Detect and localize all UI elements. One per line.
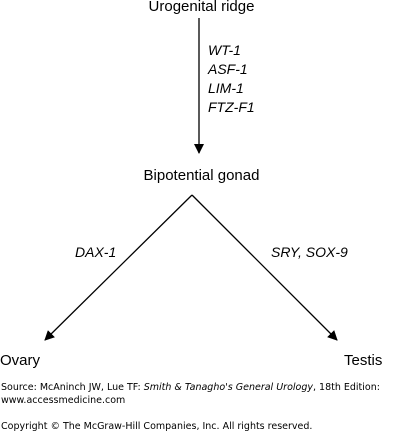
node-testis: Testis	[344, 352, 383, 369]
gene-label-testis-path: SRY, SOX-9	[271, 244, 348, 260]
arrow-gonad-to-ovary	[44, 194, 193, 341]
node-bipotential-gonad: Bipotential gonad	[143, 167, 260, 184]
ridge-gene-list: WT-1 ASF-1 LIM-1 FTZ-F1	[208, 41, 255, 117]
source-prefix: Source: McAninch JW, Lue TF:	[1, 382, 144, 393]
node-ovary: Ovary	[0, 352, 41, 369]
gene-label: ASF-1	[208, 61, 248, 77]
node-urogenital-ridge: Urogenital ridge	[148, 0, 255, 15]
source-title: Smith & Tanagho's General Urology	[143, 382, 313, 393]
source-citation: Source: McAninch JW, Lue TF: Smith & Tan…	[1, 382, 380, 394]
arrow-gonad-to-testis	[191, 194, 338, 341]
copyright-notice: Copyright © The McGraw-Hill Companies, I…	[1, 421, 313, 432]
gene-label-ovary-path: DAX-1	[75, 244, 117, 260]
source-suffix: , 18th Edition:	[312, 382, 380, 393]
gene-label: FTZ-F1	[208, 99, 255, 115]
gene-label: WT-1	[208, 42, 241, 58]
gene-label: LIM-1	[208, 80, 244, 96]
source-url: www.accessmedicine.com	[1, 395, 126, 406]
